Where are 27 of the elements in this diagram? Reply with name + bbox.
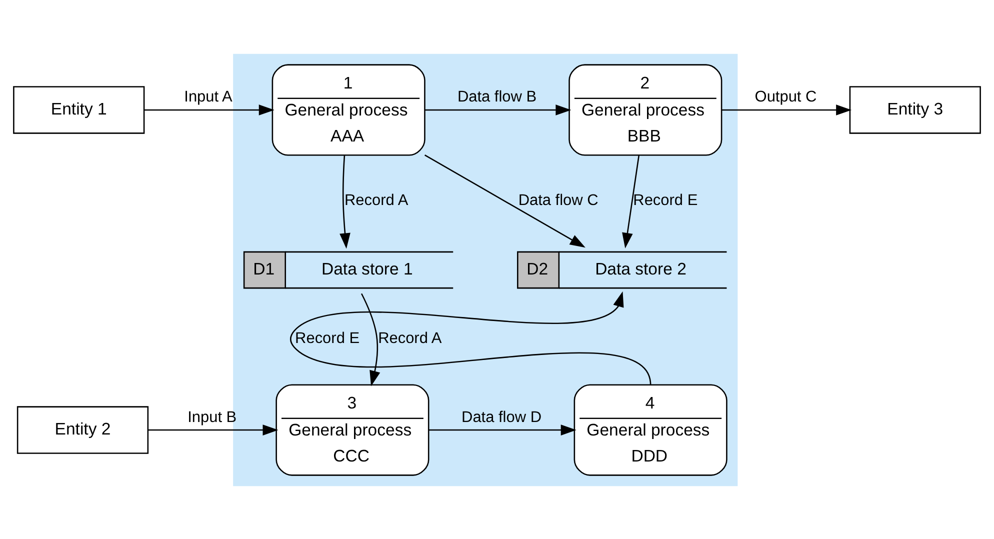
edge-label: Data flow C — [518, 191, 598, 208]
arrow — [148, 424, 278, 435]
arrow — [428, 424, 576, 435]
edge-label: Input A — [184, 88, 232, 106]
edge-label: Record E — [633, 191, 698, 208]
node-box: Entity 1 — [13, 86, 145, 134]
node-box: 1 General process AAA — [272, 64, 426, 156]
arrow — [360, 292, 380, 386]
node-box: 3 General process CCC — [276, 384, 430, 476]
arrow — [144, 104, 274, 115]
edge-label: Record A — [378, 330, 442, 347]
edge-label: Record E — [295, 330, 360, 347]
node-box: Entity 3 — [849, 86, 981, 134]
arrow — [424, 154, 586, 248]
arrow — [425, 104, 572, 115]
edge-label: Data flow D — [462, 408, 542, 426]
arrow — [722, 104, 852, 115]
node-box: 4 General process DDD — [574, 384, 728, 476]
arrow — [290, 290, 652, 385]
arrow — [340, 154, 350, 248]
node-box: 2 General process BBB — [568, 64, 722, 156]
edge-label: Record A — [344, 191, 408, 208]
edge-label: Input B — [188, 408, 237, 426]
arrow — [622, 154, 640, 248]
node-box: Entity 2 — [16, 406, 149, 454]
edge-label: Output C — [754, 88, 817, 106]
edge-label: Data flow B — [457, 88, 537, 106]
